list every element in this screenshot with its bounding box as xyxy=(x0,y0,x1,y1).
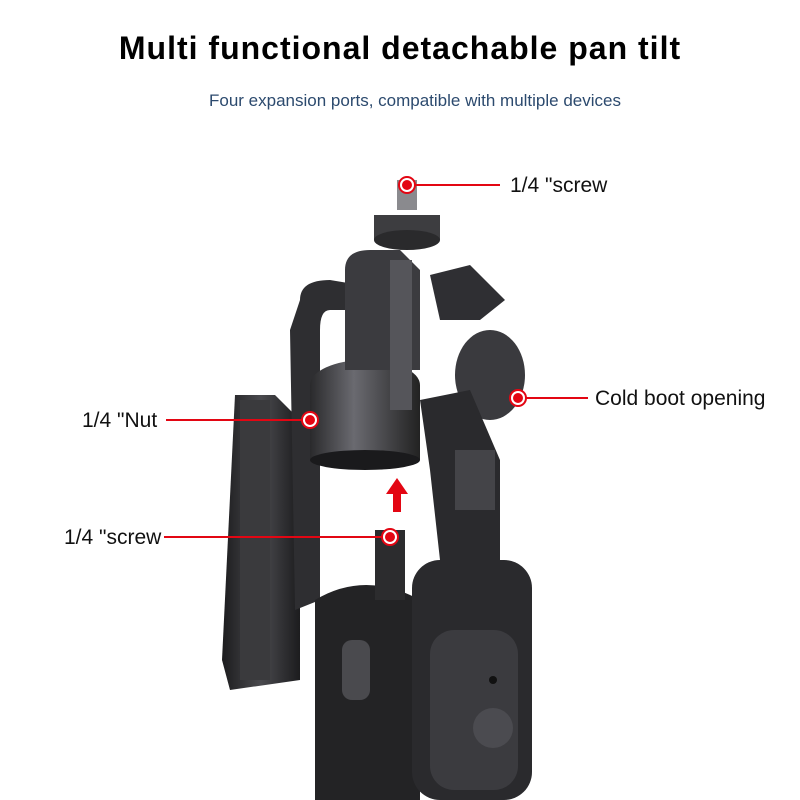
callout-bottom-screw xyxy=(164,528,399,546)
phone-clamp xyxy=(222,395,300,690)
page-subtitle: Four expansion ports, compatible with mu… xyxy=(209,91,621,110)
top-screw-knob xyxy=(374,180,440,250)
selfie-stick-pole xyxy=(315,530,420,800)
folding-arm xyxy=(290,280,360,610)
callout-top-screw xyxy=(398,176,500,194)
bluetooth-remote xyxy=(412,560,532,800)
assembly-arrow xyxy=(386,478,408,512)
pan-head xyxy=(310,250,525,560)
callout-cold-boot xyxy=(509,389,588,407)
page-title: Multi functional detachable pan tilt xyxy=(118,30,682,66)
label-cold-boot-opening: Cold boot opening xyxy=(595,387,766,410)
label-top-screw: 1/4 "screw xyxy=(510,174,608,197)
callout-nut xyxy=(166,411,319,429)
label-nut: 1/4 "Nut xyxy=(82,409,158,432)
label-bottom-screw: 1/4 "screw xyxy=(64,526,162,549)
